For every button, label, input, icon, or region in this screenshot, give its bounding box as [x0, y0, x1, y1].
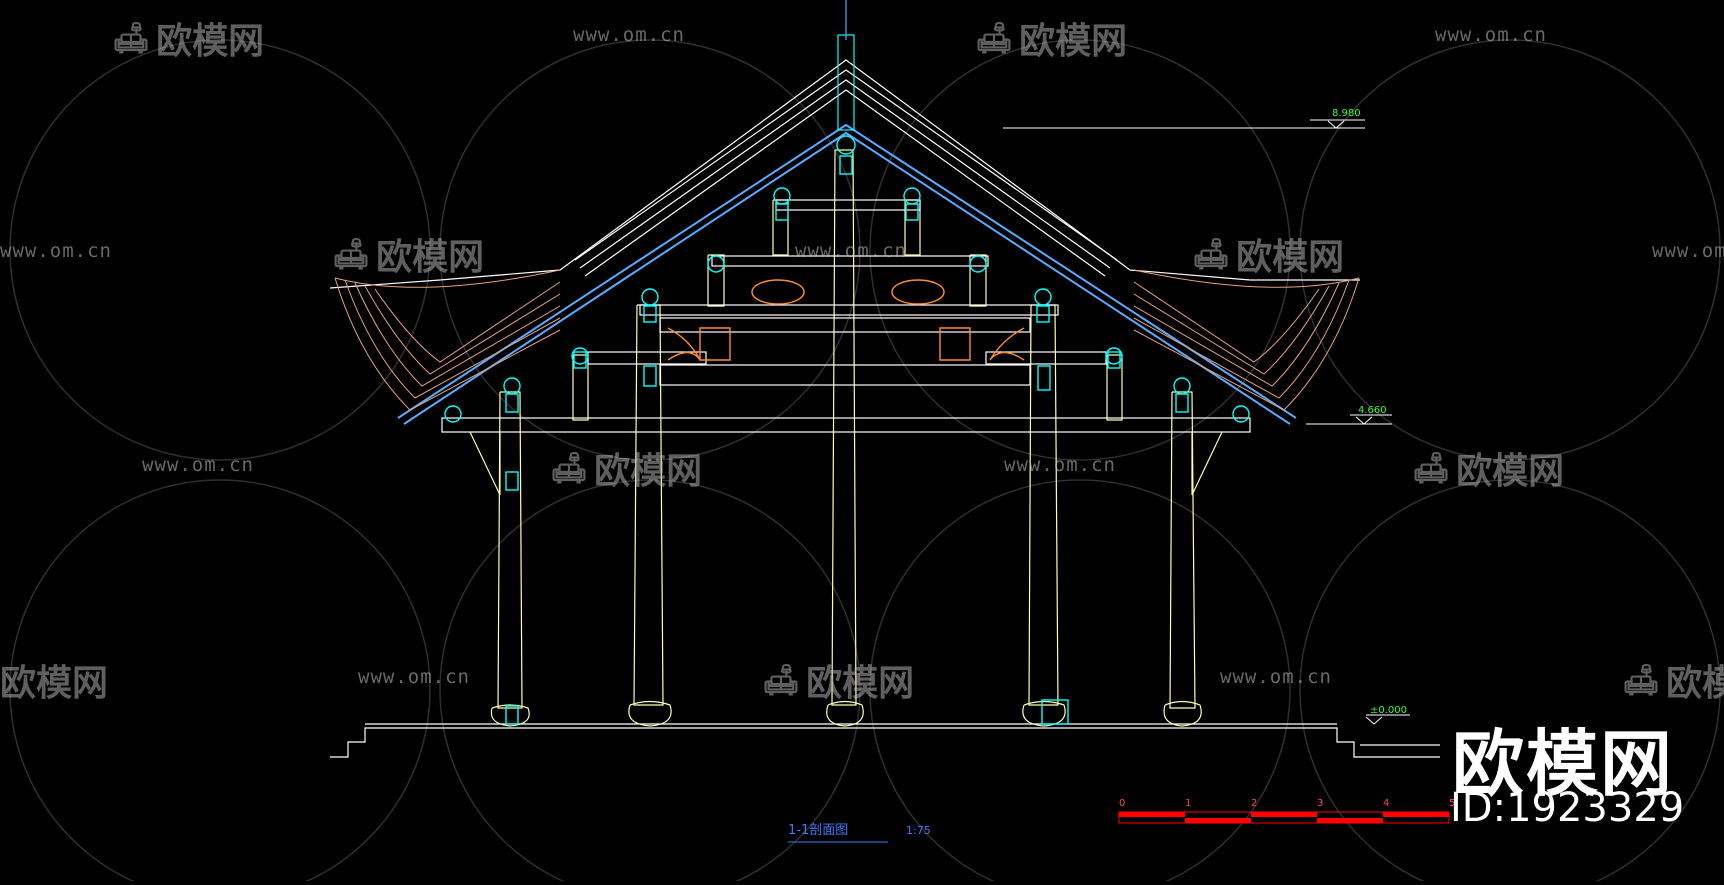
elevation-ridge: 8.980 — [1332, 108, 1361, 119]
scale-tick: 3 — [1317, 798, 1323, 809]
watermark-url: www.om.cn — [573, 24, 685, 46]
watermark-url: www.om.cn — [142, 454, 254, 476]
watermark-logo: 🛋欧模网 — [550, 450, 703, 493]
sofa-icon: 🛋 — [112, 20, 151, 56]
columns — [497, 149, 1196, 709]
watermark-logo: 🛋欧模网 — [1192, 236, 1345, 279]
elevation-eave: 4.660 — [1358, 405, 1387, 416]
watermark-logo: 🛋欧模网 — [975, 20, 1128, 63]
column-bases — [490, 700, 1202, 727]
watermark-url: www.om.cn — [1435, 24, 1547, 46]
watermark-url: www.om.cn — [1004, 454, 1116, 476]
watermark-url: www.om.cn — [358, 666, 470, 688]
sofa-icon: 🛋 — [975, 20, 1014, 56]
watermark-url: www.om.cn — [1220, 666, 1332, 688]
watermark-logo: 欧模网 — [0, 663, 109, 704]
watermark-circles — [9, 39, 1721, 885]
elevation-ground: ±0.000 — [1370, 705, 1407, 716]
sofa-icon: 🛋 — [1192, 236, 1231, 272]
sofa-icon: 🛋 — [1412, 450, 1451, 486]
watermark-url: www.om.cn — [0, 240, 112, 262]
scale-tick: 5 — [1449, 798, 1455, 809]
column-joints — [444, 135, 1250, 725]
sofa-icon: 🛋 — [550, 450, 589, 486]
eave-rafters — [334, 269, 1360, 411]
watermark-url: www.om.cn — [795, 240, 907, 262]
watermark-logo: 🛋欧模网 — [1412, 450, 1565, 493]
watermark-logo: 🛋欧模网 — [332, 236, 485, 279]
sofa-icon: 🛋 — [1622, 662, 1661, 698]
carvings — [667, 279, 1025, 361]
elevation-markers — [1003, 119, 1410, 725]
scale-tick: 0 — [1119, 798, 1125, 809]
scale-tick: 1 — [1185, 798, 1191, 809]
model-id: ID:1923329 — [1450, 785, 1685, 831]
scale-ticks: 0 1 2 3 4 5 — [1119, 798, 1455, 809]
watermark-logo: 🛋欧模网 — [762, 662, 915, 705]
brand-logo: 欧模网 — [1452, 722, 1675, 806]
scale-tick: 4 — [1383, 798, 1389, 809]
scale-tick: 2 — [1251, 798, 1257, 809]
section-scale: 1:75 — [906, 824, 931, 837]
platform-base — [330, 723, 1440, 758]
watermark-logo: 🛋欧模网 — [112, 20, 265, 63]
scale-bar — [1118, 811, 1450, 824]
roof — [329, 0, 1360, 425]
section-title: 1-1剖面图 — [788, 823, 848, 838]
sofa-icon: 🛋 — [332, 236, 371, 272]
watermark-logo: 🛋欧模网 — [1622, 662, 1724, 705]
beams — [441, 199, 1251, 433]
eave-brackets — [469, 431, 1223, 496]
watermark-url: www.om.cn — [1652, 240, 1724, 262]
sofa-icon: 🛋 — [762, 662, 801, 698]
